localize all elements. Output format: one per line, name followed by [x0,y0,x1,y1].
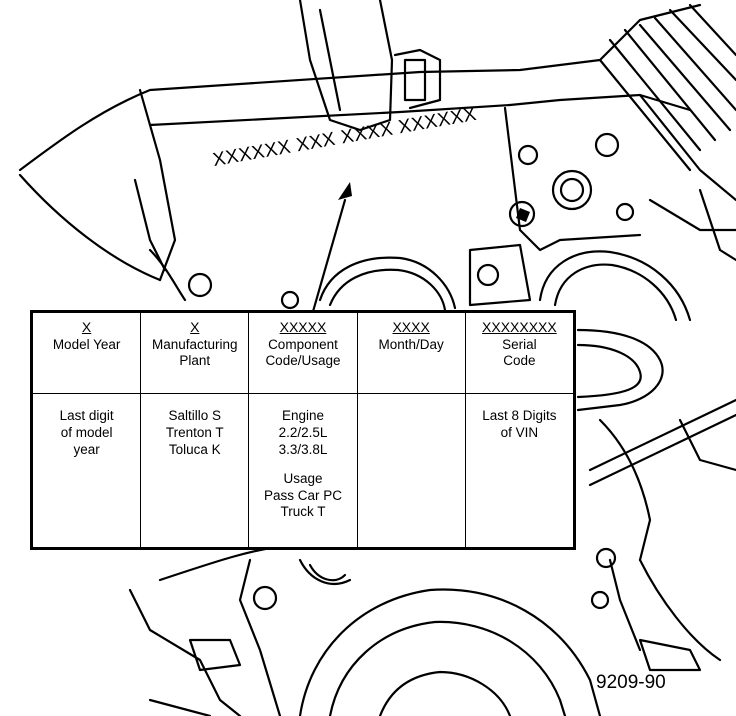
body-cell-component-code: Engine 2.2/2.5L 3.3/3.8L Usage Pass Car … [248,393,358,548]
header-cell-model-year: X Model Year [31,312,142,394]
figure-number: 9209-90 [596,672,666,693]
spacer [252,459,353,471]
column-title: Code/Usage [265,353,341,369]
code-placeholder: X [81,319,92,335]
cell-line: Engine [281,408,324,423]
code-placeholder: X [190,319,200,335]
column-title: Code [503,353,536,369]
column-title: Manufacturing [152,336,238,352]
cell-line: 2.2/2.5L [278,424,328,440]
cell-line: Usage [283,470,323,486]
header-cell-component-code: XXXXX Component Code/Usage [248,312,358,394]
body-cell-month-day [356,393,466,548]
header-cell-serial-code: XXXXXXXX Serial Code [464,312,575,394]
cell-line: Toluca K [168,441,221,457]
code-placeholder: XXXXXXXX [482,319,557,335]
cell-line: Saltillo S [168,408,222,423]
cell-line: Trenton T [165,424,224,440]
cell-line: of VIN [500,424,539,440]
header-cell-month-day: XXXX Month/Day [356,312,466,394]
column-title: Serial [502,336,537,352]
cell-line: Truck T [280,504,326,520]
table-body-row: Last digit of model year Saltillo S Tren… [31,393,575,548]
body-cell-serial-code: Last 8 Digits of VIN [464,393,575,548]
table-header-row: X Model Year X Manufacturing Plant XXXXX… [31,312,575,394]
code-placeholder: XXXXX [279,319,327,335]
cell-line: year [73,441,100,457]
body-cell-model-year: Last digit of model year [31,393,142,548]
column-title: Component [268,336,338,352]
header-cell-manufacturing-plant: X Manufacturing Plant [140,312,250,394]
column-title: Month/Day [378,336,444,352]
code-placeholder: XXXX [392,319,430,335]
body-cell-manufacturing-plant: Saltillo S Trenton T Toluca K [140,393,250,548]
cell-line: Pass Car PC [263,487,342,503]
column-title: Plant [179,353,211,369]
cell-line: 3.3/3.8L [278,441,328,457]
cell-line: of model [60,424,113,440]
code-legend-table: X Model Year X Manufacturing Plant XXXXX… [30,310,576,550]
cell-line: Last digit [59,408,114,423]
column-title: Model Year [52,336,121,352]
cell-line: Last 8 Digits [482,408,557,423]
